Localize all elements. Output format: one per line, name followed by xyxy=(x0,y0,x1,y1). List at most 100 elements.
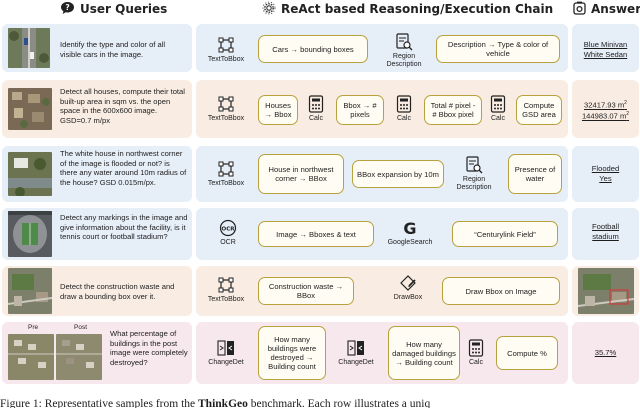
pre-disaster-thumbnail xyxy=(8,334,54,380)
query-text: Detect all houses, compute their total b… xyxy=(60,87,185,125)
tool-texttobbox: TextToBbox xyxy=(200,160,252,188)
chain-panel: OCR OCR Image → Bboxes & text G GoogleSe… xyxy=(196,208,568,260)
document-search-icon xyxy=(465,156,483,174)
tool-region-description: Region Description xyxy=(378,33,430,69)
tool-label: Region Description xyxy=(456,176,492,191)
user-queries-title: User Queries xyxy=(80,2,168,16)
aerial-thumbnail xyxy=(8,152,52,196)
document-search-icon xyxy=(395,33,413,51)
tool-region-description: Region Description xyxy=(448,156,500,192)
tool-texttobbox: TextToBbox xyxy=(200,36,252,64)
calculator-icon xyxy=(395,95,413,113)
chain-panel: TextToBbox Construction waste → BBox Dra… xyxy=(196,266,568,316)
example-row-2: Detect all houses, compute their total b… xyxy=(2,80,639,138)
answer-line: 32417.93 m2 xyxy=(572,99,639,110)
gear-icon xyxy=(262,1,276,18)
calculator-icon xyxy=(467,339,485,357)
example-row-5: Detect the construction waste and draw a… xyxy=(2,266,639,316)
step-box: Cars → bounding boxes xyxy=(258,35,368,63)
tool-label: Calc xyxy=(396,115,411,122)
step-box: Compute GSD area xyxy=(516,95,562,125)
step-box: Description → Type & color of vehicle xyxy=(436,35,560,63)
answer-line: 35.7% xyxy=(594,348,617,357)
tool-label: Calc xyxy=(468,359,483,366)
change-detection-icon xyxy=(347,339,365,357)
tool-label: ChangeDet xyxy=(338,359,374,366)
tool-changedet: ChangeDet xyxy=(200,339,252,367)
bounding-box-icon xyxy=(217,95,235,113)
example-row-4: Detect any markings in the image and giv… xyxy=(2,208,639,260)
tool-drawbox: DrawBox xyxy=(382,274,434,302)
tool-calc: Calc xyxy=(302,95,330,123)
bounding-box-icon xyxy=(217,276,235,294)
tool-changedet: ChangeDet xyxy=(330,339,382,367)
query-panel: Detect the construction waste and draw a… xyxy=(2,266,192,316)
tool-texttobbox: TextToBbox xyxy=(200,276,252,304)
chain-panel: ChangeDet How many buildings were destro… xyxy=(196,322,568,384)
aerial-thumbnail xyxy=(8,211,52,257)
answer-header: Answer xyxy=(573,0,640,18)
step-box: BBox expansion by 10m xyxy=(352,160,444,188)
step-box: Draw Bbox on Image xyxy=(442,277,560,305)
step-box: Total # pixel - # Bbox pixel xyxy=(424,95,482,125)
step-box: Construction waste → BBox xyxy=(258,277,354,305)
query-text: Detect the construction waste and draw a… xyxy=(60,282,175,301)
answer-value: 32417.93 m xyxy=(584,100,625,110)
google-logo-icon: G xyxy=(401,219,419,237)
step-box: Houses → Bbox xyxy=(258,95,298,125)
tool-googlesearch: G GoogleSearch xyxy=(378,219,442,247)
bounding-box-icon xyxy=(217,36,235,54)
step-box: How many damaged buildings → Building co… xyxy=(388,326,460,380)
answer-panel xyxy=(572,266,639,316)
post-disaster-thumbnail xyxy=(56,334,102,380)
answer-unit-sup: 2 xyxy=(626,111,630,117)
answer-value: 144983.07 m xyxy=(581,111,627,121)
chain-header: ReAct based Reasoning/Execution Chain xyxy=(262,0,553,18)
step-box: House in northwest corner → BBox xyxy=(258,154,344,194)
tool-calc: Calc xyxy=(462,339,490,367)
query-text: What percentage of buildings in the post… xyxy=(110,329,188,367)
query-panel: Pre Post What percentage of buildings in… xyxy=(2,322,192,384)
post-image-label: Post xyxy=(74,324,88,331)
tool-ocr: OCR OCR xyxy=(210,219,246,247)
tool-label: Calc xyxy=(308,115,323,122)
step-box: Presence of water xyxy=(508,154,562,194)
step-box: Bbox → # pixels xyxy=(336,95,384,125)
ocr-scan-icon: OCR xyxy=(219,219,237,237)
step-box: Image → Bboxes & text xyxy=(258,221,374,247)
chain-panel: TextToBbox Cars → bounding boxes Region … xyxy=(196,24,568,72)
chain-panel: TextToBbox House in northwest corner → B… xyxy=(196,146,568,202)
example-row-1: Identify the type and color of all visib… xyxy=(2,24,639,72)
speech-bubble-icon: ? xyxy=(60,1,75,18)
tool-calc: Calc xyxy=(484,95,512,123)
figure-caption: Figure 1: Representative samples from th… xyxy=(0,398,640,408)
query-panel: Detect any markings in the image and giv… xyxy=(2,208,192,260)
user-queries-header: ? User Queries xyxy=(60,0,167,18)
answer-line: Flooded xyxy=(591,164,620,173)
change-detection-icon xyxy=(217,339,235,357)
chain-panel: TextToBbox Houses → Bbox Calc Bbox → # p… xyxy=(196,80,568,138)
answer-line: Blue Minivan xyxy=(583,40,628,49)
example-row-6: Pre Post What percentage of buildings in… xyxy=(2,322,639,384)
answer-title: Answer xyxy=(591,2,640,16)
answer-line: White Sedan xyxy=(583,50,628,59)
answer-panel: Flooded Yes xyxy=(572,146,639,202)
tool-label: GoogleSearch xyxy=(387,239,433,246)
tool-label: Calc xyxy=(490,115,505,122)
aerial-thumbnail xyxy=(8,88,52,130)
query-text: The white house in northwest corner of t… xyxy=(60,149,187,187)
query-text: Detect any markings in the image and giv… xyxy=(60,213,188,242)
bounding-box-icon xyxy=(217,160,235,178)
query-panel: Identify the type and color of all visib… xyxy=(2,24,192,72)
chain-title: ReAct based Reasoning/Execution Chain xyxy=(281,2,554,16)
answer-line: Yes xyxy=(599,174,612,183)
tool-label: Region Description xyxy=(386,53,422,68)
answer-panel: Blue Minivan White Sedan xyxy=(572,24,639,72)
pre-image-label: Pre xyxy=(28,324,39,331)
tool-label: OCR xyxy=(220,239,236,246)
step-box: “Centurylink Field” xyxy=(452,221,558,247)
answer-line: stadium xyxy=(592,232,619,241)
example-row-3: The white house in northwest corner of t… xyxy=(2,146,639,202)
query-panel: Detect all houses, compute their total b… xyxy=(2,80,192,138)
draw-box-icon xyxy=(399,274,417,292)
